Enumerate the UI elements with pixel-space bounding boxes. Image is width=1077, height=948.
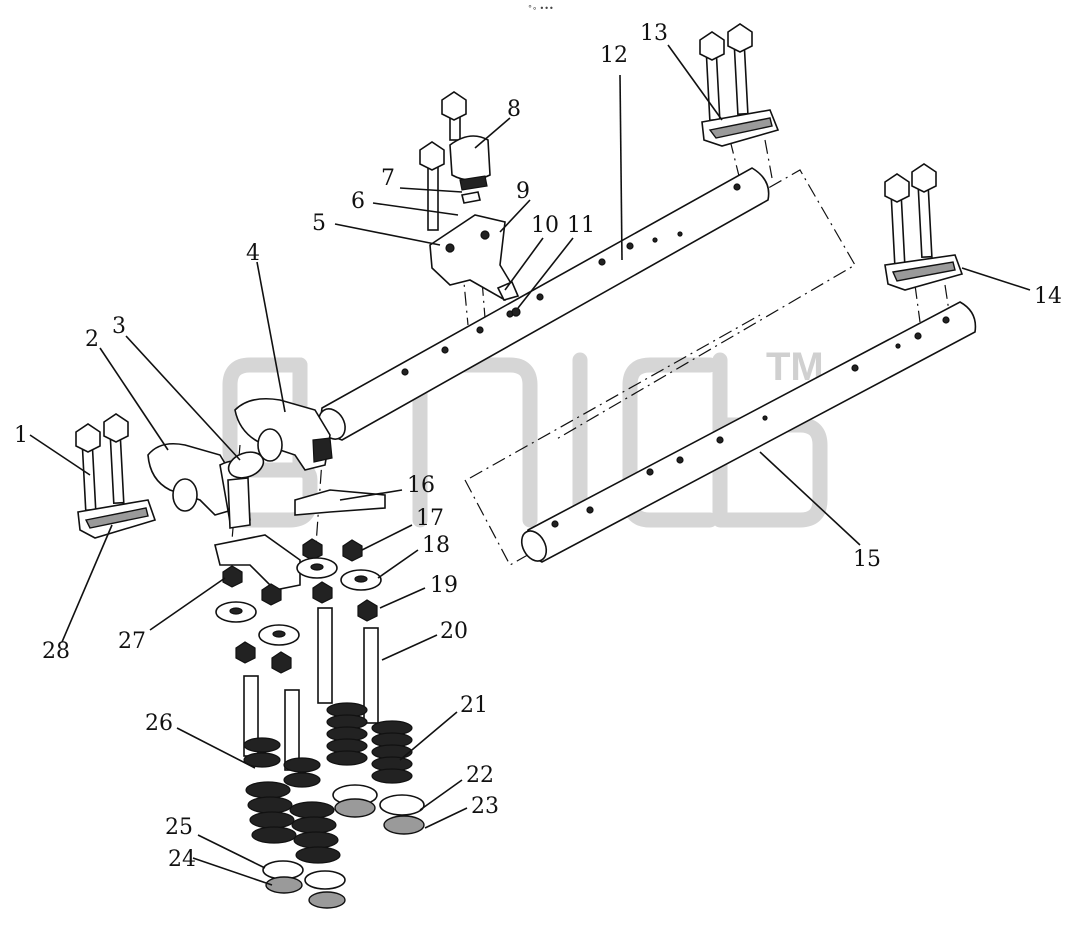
callout-12: 12 [600, 43, 628, 68]
callout-19: 19 [430, 573, 458, 598]
valve-caps-and-washers [215, 538, 382, 674]
callout-11: 11 [567, 213, 595, 238]
callout-9: 9 [516, 179, 530, 204]
callout-20: 20 [440, 619, 468, 644]
callout-23: 23 [471, 794, 499, 819]
callout-24: 24 [168, 847, 196, 872]
callout-28: 28 [42, 639, 70, 664]
rocker-bracket-assembly [419, 91, 521, 317]
callout-25: 25 [165, 815, 193, 840]
callout-15: 15 [853, 547, 881, 572]
leader-lines [29, 44, 1031, 886]
rocker-arms [147, 397, 333, 529]
callout-14: 14 [1034, 284, 1062, 309]
callout-8: 8 [507, 97, 521, 122]
callout-2: 2 [85, 327, 99, 352]
callout-16: 16 [407, 473, 435, 498]
callout-7: 7 [381, 166, 395, 191]
upper-rocker-shaft [318, 167, 770, 441]
callout-21: 21 [460, 693, 488, 718]
callout-27: 27 [118, 629, 146, 654]
lower-rocker-shaft [520, 301, 977, 563]
header-mark: °∘ ••• [528, 4, 554, 13]
callout-1: 1 [14, 423, 28, 448]
callout-10: 10 [531, 213, 559, 238]
callout-13: 13 [640, 21, 668, 46]
valve-spring-stacks [243, 607, 425, 909]
callout-17: 17 [416, 506, 444, 531]
callout-26: 26 [145, 711, 173, 736]
callout-labels: 1 2 3 4 5 6 7 8 9 10 11 12 13 14 15 16 1… [14, 21, 1062, 872]
callout-3: 3 [112, 314, 126, 339]
callout-4: 4 [246, 241, 260, 266]
callout-5: 5 [312, 211, 326, 236]
callout-18: 18 [422, 533, 450, 558]
callout-22: 22 [466, 763, 494, 788]
callout-6: 6 [351, 189, 365, 214]
bracket-bolts [75, 23, 937, 512]
